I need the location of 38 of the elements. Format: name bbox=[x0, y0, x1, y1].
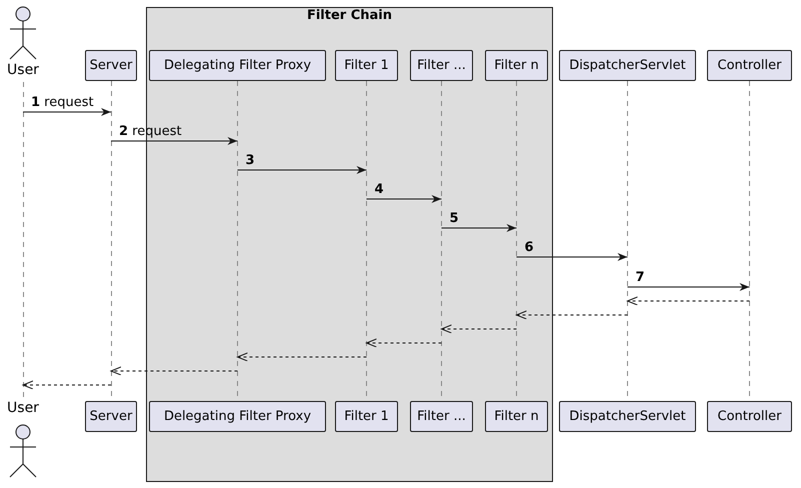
edge-label: 5 bbox=[450, 211, 459, 226]
actor-label: User bbox=[6, 400, 40, 416]
edge-label: 4 bbox=[374, 182, 384, 197]
message-arrow bbox=[627, 283, 750, 291]
message-arrow bbox=[441, 224, 517, 232]
participant-box: Server bbox=[85, 401, 137, 432]
participant-box: DispatcherServlet bbox=[559, 401, 696, 432]
participant-box: Filter n bbox=[485, 401, 548, 432]
message-arrow bbox=[237, 166, 367, 174]
message-arrow bbox=[366, 195, 442, 203]
edge-label: 7 bbox=[636, 270, 645, 285]
group-title: Filter Chain bbox=[306, 8, 394, 23]
message-arrow bbox=[516, 253, 628, 261]
participant-box: Filter n bbox=[485, 50, 548, 81]
lifeline bbox=[22, 82, 24, 400]
participant-box: Filter ... bbox=[410, 401, 473, 432]
participant-box: Filter 1 bbox=[335, 401, 398, 432]
message-arrow bbox=[22, 108, 112, 116]
return-arrow bbox=[627, 296, 750, 306]
participant-box: Filter 1 bbox=[335, 50, 398, 81]
participant-box: Filter ... bbox=[410, 50, 473, 81]
edge-label: 1 request bbox=[31, 95, 94, 110]
return-arrow bbox=[237, 352, 367, 362]
participant-box: Controller bbox=[707, 50, 792, 81]
actor-label: User bbox=[6, 62, 40, 78]
return-arrow bbox=[110, 366, 238, 376]
return-arrow bbox=[22, 380, 112, 390]
participant-box: Controller bbox=[707, 401, 792, 432]
participant-box: Delegating Filter Proxy bbox=[149, 401, 326, 432]
participant-box: Server bbox=[85, 50, 137, 81]
edge-label: 6 bbox=[524, 240, 534, 255]
return-arrow bbox=[516, 310, 628, 320]
return-arrow bbox=[441, 324, 517, 334]
return-arrow bbox=[366, 338, 442, 348]
edge-label: 3 bbox=[246, 153, 255, 168]
participant-box: Delegating Filter Proxy bbox=[149, 50, 326, 81]
message-arrow bbox=[110, 137, 238, 145]
participant-box: DispatcherServlet bbox=[559, 50, 696, 81]
